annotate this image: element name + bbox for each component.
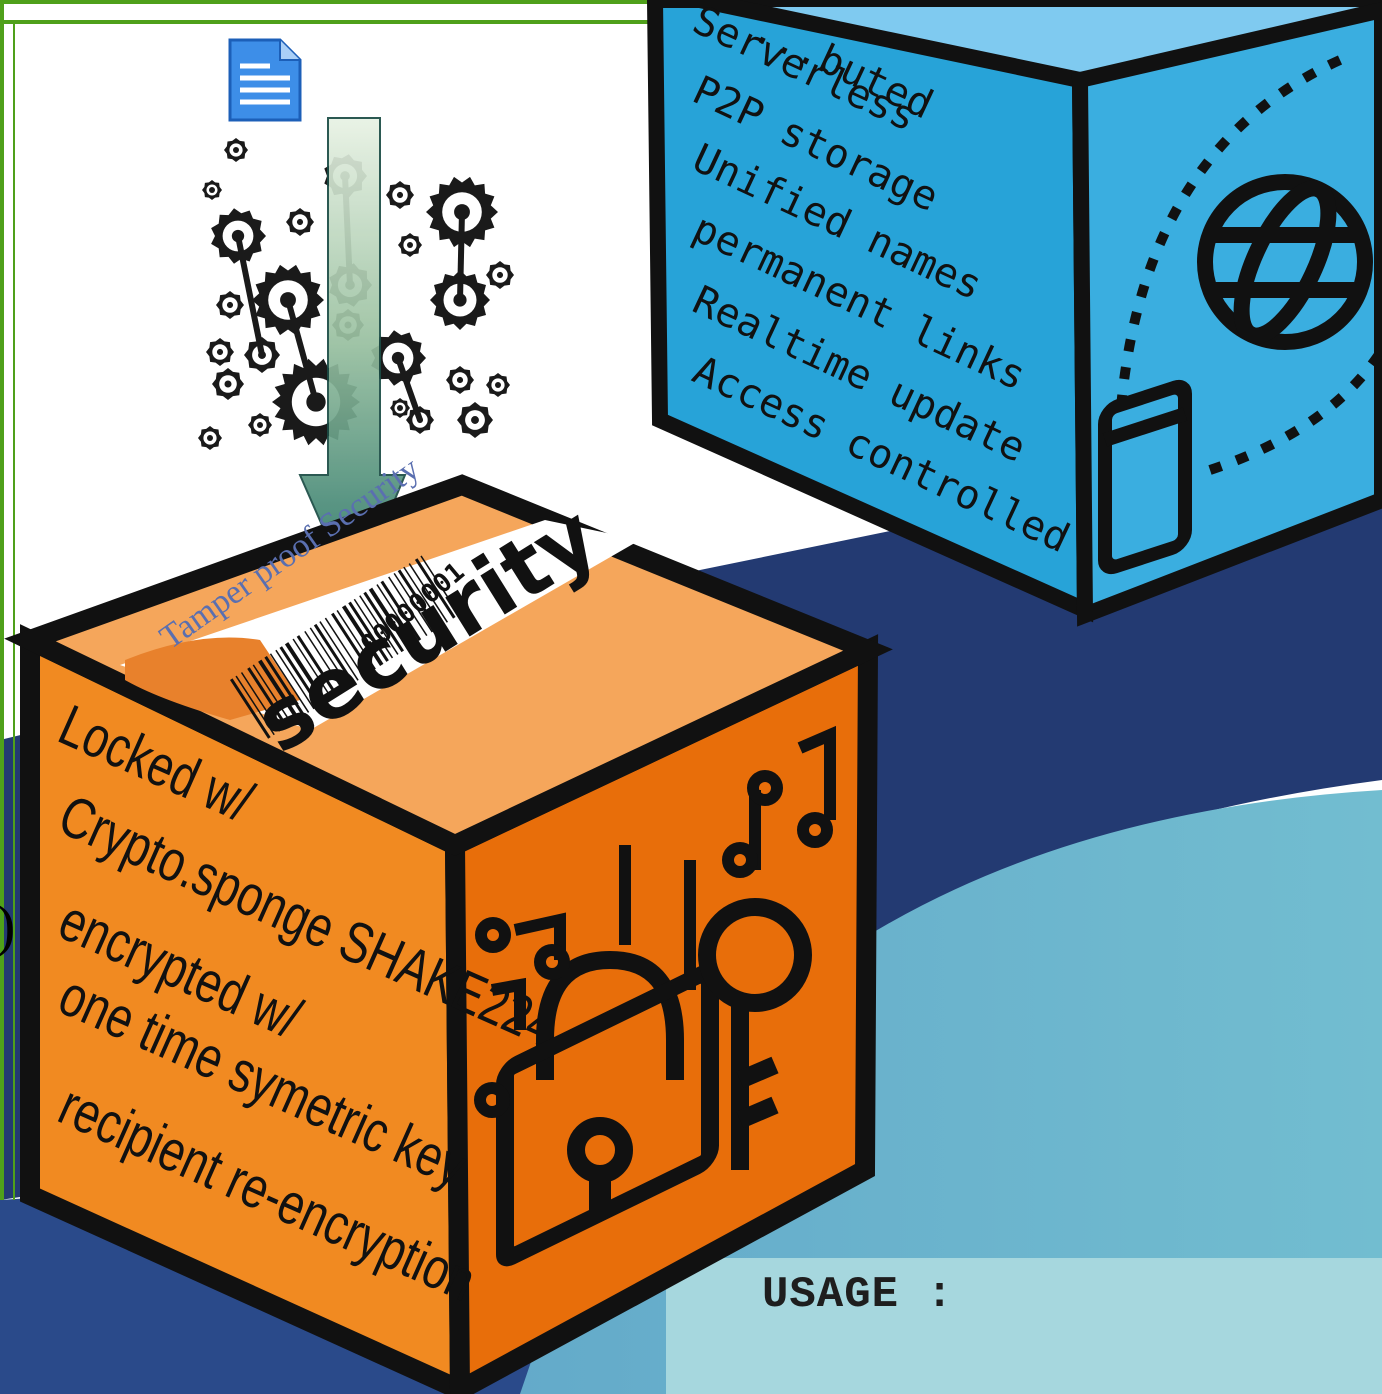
tamper-proof-sticker: Tamper proof Security 00000001 <box>120 450 640 739</box>
circuit-icon <box>474 725 836 1118</box>
globe-icon <box>1197 174 1373 350</box>
browser-window-icon <box>1098 379 1192 575</box>
usage-panel <box>666 1258 1382 1394</box>
key-icon <box>698 898 812 1170</box>
padlock-icon <box>496 950 719 1267</box>
security-cube: Tamper proof Security 00000001 security … <box>4 450 893 1394</box>
usage-label: USAGE : <box>762 1270 954 1320</box>
document-icon <box>228 38 302 122</box>
orbit-dots <box>1115 55 1382 475</box>
edge-glyph: ) <box>0 892 15 959</box>
